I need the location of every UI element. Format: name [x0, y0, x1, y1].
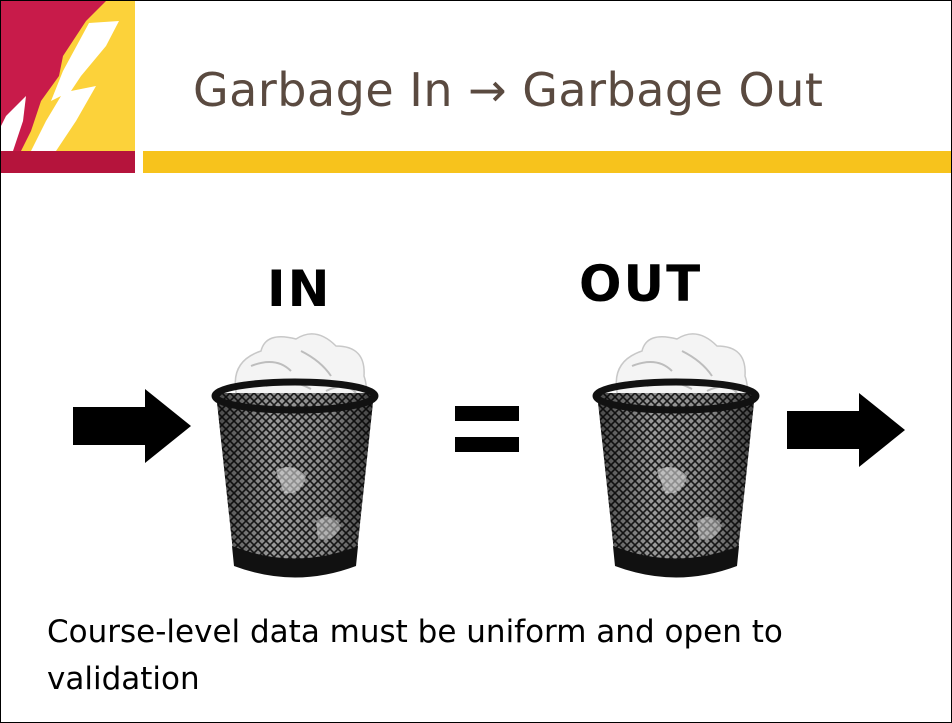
slide-title: Garbage In → Garbage Out: [193, 63, 823, 117]
title-underline-red: [1, 151, 135, 173]
title-underline-gold: [143, 151, 951, 173]
caption-text: Course-level data must be uniform and op…: [47, 609, 907, 703]
out-label: OUT: [579, 259, 702, 309]
trash-bin-icon: [206, 321, 384, 583]
equals-icon: [455, 406, 519, 452]
in-label: IN: [267, 264, 331, 314]
trash-bin-icon: [587, 321, 765, 583]
flame-logo-icon: [1, 1, 135, 151]
arrow-right-icon: [787, 393, 905, 467]
arrow-right-icon: [73, 389, 191, 463]
